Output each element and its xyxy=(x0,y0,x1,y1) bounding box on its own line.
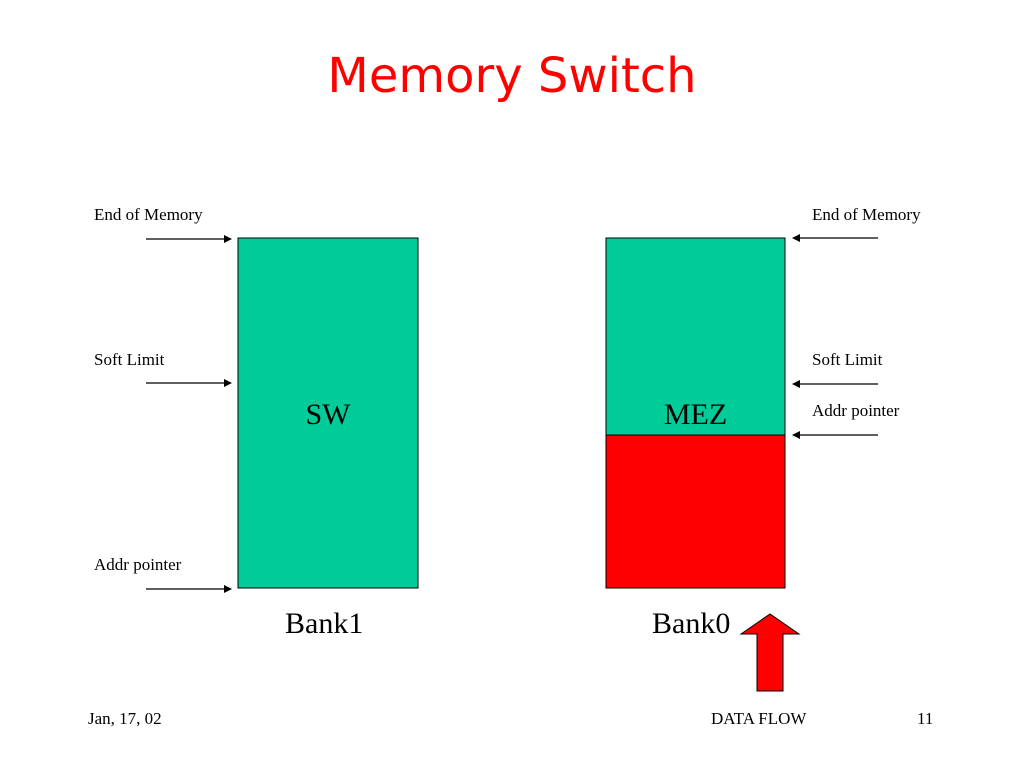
left-end-of-memory-label: End of Memory xyxy=(94,205,203,224)
bank1-memory-block xyxy=(237,237,419,589)
footer-date: Jan, 17, 02 xyxy=(88,709,162,728)
right-soft-limit-label: Soft Limit xyxy=(812,350,883,369)
right-end-of-memory-label: End of Memory xyxy=(812,205,921,224)
left-soft-limit-label: Soft Limit xyxy=(94,350,165,369)
bank0-name: Bank0 xyxy=(652,607,731,640)
bank0-used-region xyxy=(605,434,786,589)
left-addr-pointer-label: Addr pointer xyxy=(94,555,182,574)
footer-page-number: 11 xyxy=(917,709,934,728)
right-addr-pointer-label: Addr pointer xyxy=(812,401,900,420)
bank0-block-label: MEZ xyxy=(663,398,728,431)
bank1-name: Bank1 xyxy=(285,607,364,640)
footer-section: DATA FLOW xyxy=(711,709,807,728)
bank1-block-label: SW xyxy=(305,398,351,431)
data-flow-up-arrow-icon xyxy=(739,613,801,692)
slide-title: Memory Switch xyxy=(327,48,697,104)
bank0-free-region xyxy=(605,237,786,436)
